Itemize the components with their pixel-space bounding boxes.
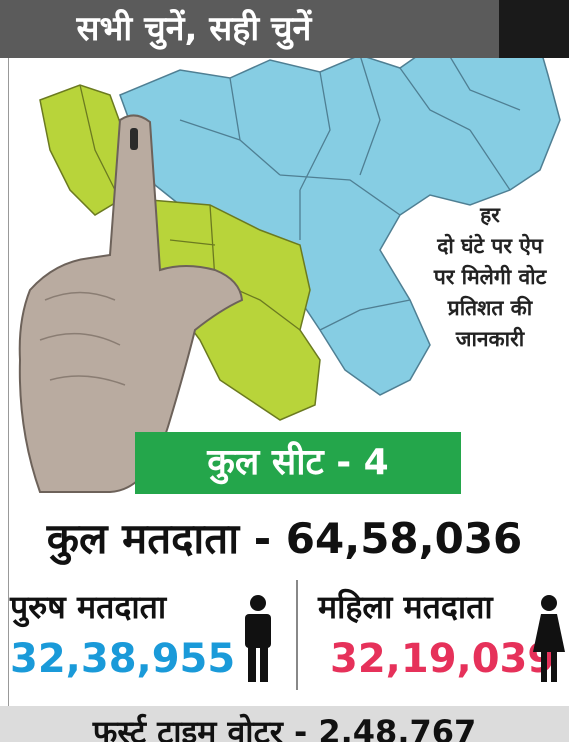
male-voters-label: पुरुष मतदाता — [10, 588, 167, 626]
note-line: पर मिलेगी वोट — [433, 265, 547, 289]
gender-divider — [296, 580, 298, 690]
note-line: दो घंटे पर ऐप — [437, 234, 543, 258]
app-info-note: हर दो घंटे पर ऐप पर मिलेगी वोट प्रतिशत क… — [405, 200, 569, 355]
header-corner-dark — [499, 0, 569, 58]
note-line: जानकारी — [455, 327, 525, 351]
header-bar: सभी चुनें, सही चुनें — [0, 0, 569, 58]
note-line: प्रतिशत की — [447, 296, 533, 320]
frame-left-border — [8, 58, 9, 706]
map-district-lines — [179, 39, 521, 331]
inked-finger-icon — [18, 114, 244, 493]
note-line: हर — [480, 203, 500, 227]
total-seats-badge: कुल सीट - 4 — [135, 432, 461, 494]
male-figure-icon — [245, 595, 271, 682]
female-voters-count: 32,19,039 — [330, 636, 556, 682]
page-title: सभी चुनें, सही चुनें — [76, 9, 312, 49]
first-time-voters: फर्स्ट टाइम वोटर - 2,48,767 — [92, 713, 477, 742]
total-voters: कुल मतदाता - 64,58,036 — [46, 514, 523, 563]
male-voters-count: 32,38,955 — [10, 636, 236, 682]
first-time-voters-bar: फर्स्ट टाइम वोटर - 2,48,767 — [0, 706, 569, 742]
female-figure-icon — [533, 595, 565, 682]
female-voters-label: महिला मतदाता — [318, 588, 493, 626]
region-map — [18, 7, 561, 493]
